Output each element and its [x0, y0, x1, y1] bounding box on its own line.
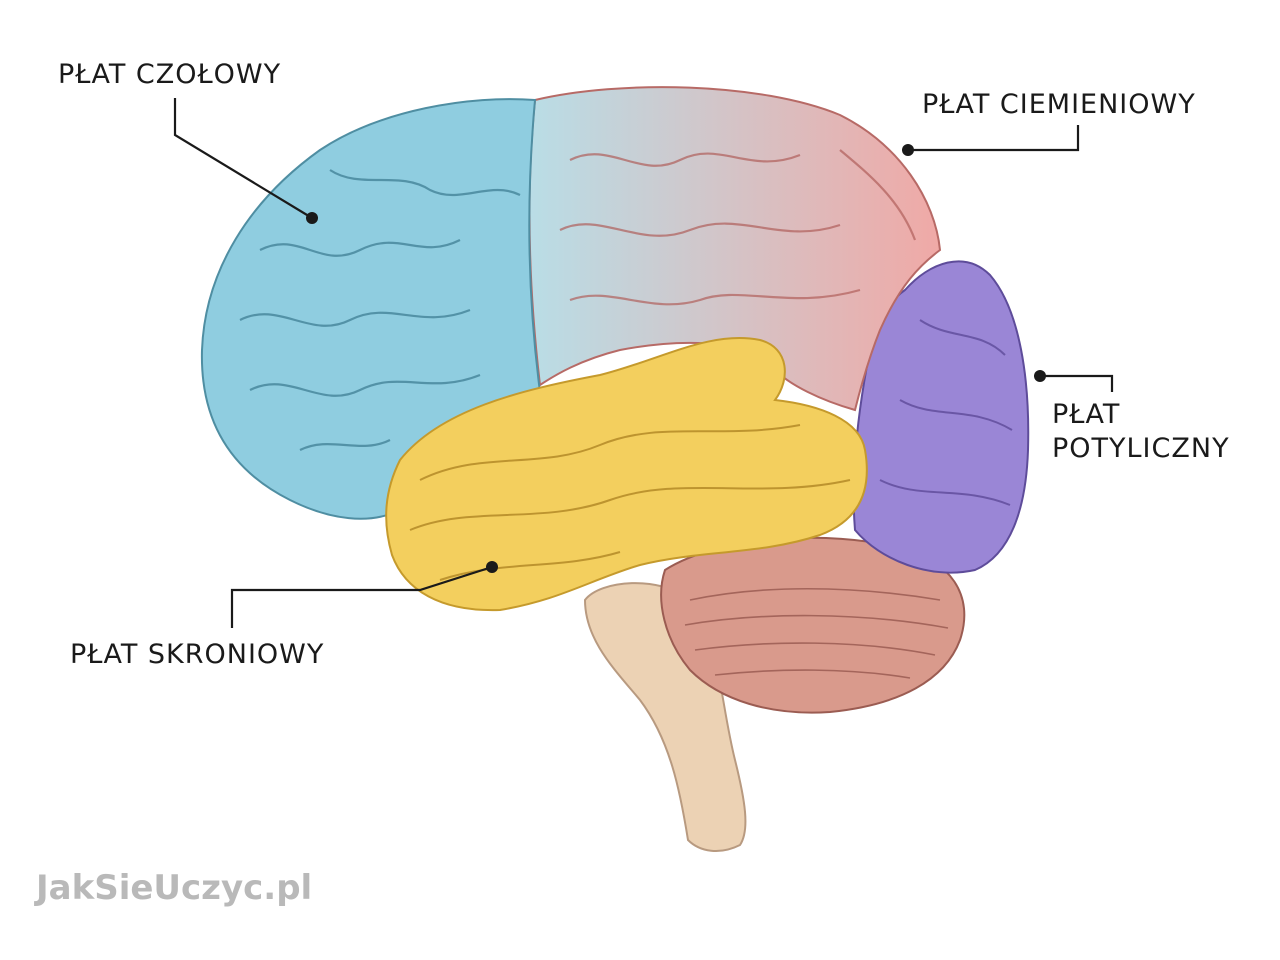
leader-dots: [306, 144, 1046, 573]
label-occipital-lobe: PŁAT POTYLICZNY: [1052, 398, 1230, 466]
label-occipital-line2: POTYLICZNY: [1052, 432, 1230, 464]
cerebellum-folds: [684, 587, 949, 679]
temporal-lobe: [385, 337, 868, 612]
leader-dot-occipital: [1034, 370, 1046, 382]
leader-line-frontal: [173, 98, 313, 219]
frontal-gyri: [239, 169, 521, 451]
leader-dot-frontal: [306, 212, 318, 224]
leader-dot-temporal: [486, 561, 498, 573]
leader-lines: [173, 98, 1114, 628]
leader-line-parietal: [910, 125, 1080, 152]
leader-dot-parietal: [902, 144, 914, 156]
watermark: JakSieUczyc.pl: [36, 868, 313, 908]
cerebellum: [660, 536, 966, 714]
leader-line-temporal: [230, 565, 493, 628]
label-parietal-lobe: PŁAT CIEMIENIOWY: [922, 89, 1196, 120]
label-occipital-line1: PŁAT: [1052, 399, 1121, 430]
frontal-lobe: [200, 98, 542, 520]
label-temporal-lobe: PŁAT SKRONIOWY: [70, 639, 325, 670]
label-frontal-lobe: PŁAT CZOŁOWY: [58, 59, 282, 90]
leader-line-occipital: [1040, 374, 1114, 392]
temporal-gyri: [409, 424, 851, 581]
occipital-gyri: [879, 319, 1013, 506]
parietal-gyri: [559, 149, 917, 306]
